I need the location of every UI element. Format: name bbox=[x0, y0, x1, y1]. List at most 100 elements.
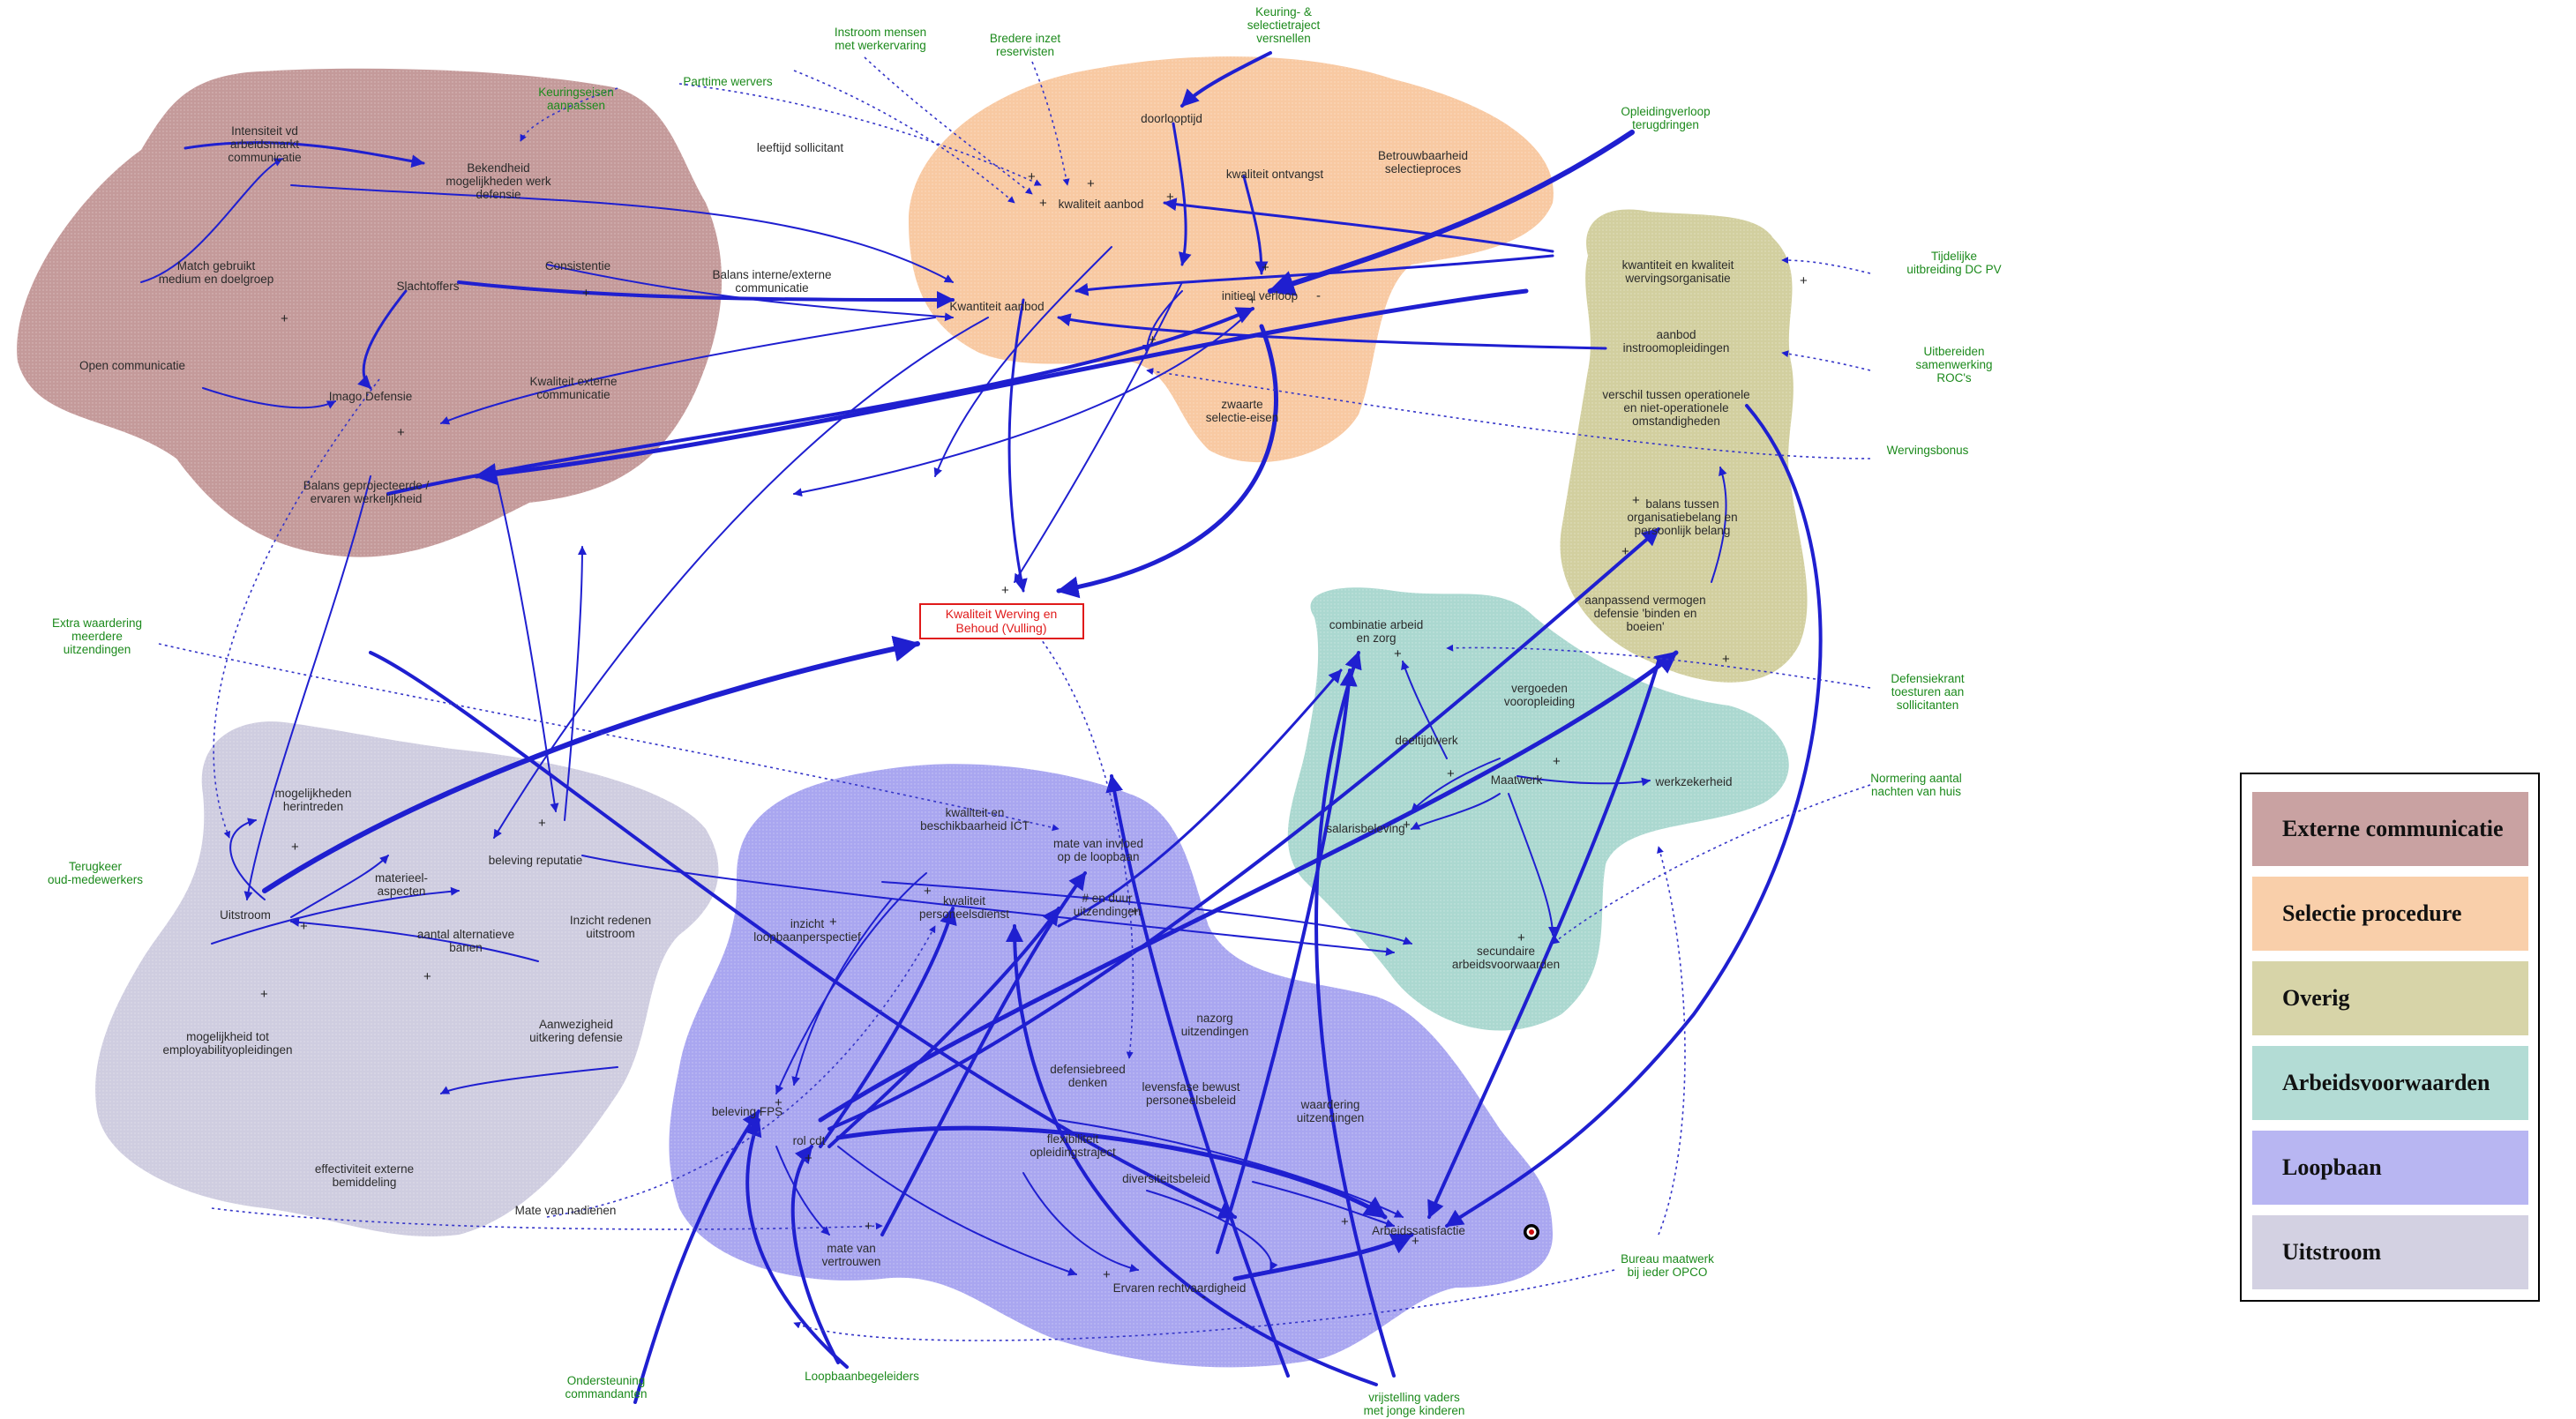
blob-selectie-procedure bbox=[909, 56, 1554, 463]
link bbox=[1411, 758, 1501, 812]
link bbox=[546, 925, 936, 1218]
link bbox=[1057, 313, 1607, 350]
link bbox=[564, 546, 587, 821]
link bbox=[290, 855, 389, 918]
link bbox=[827, 907, 1060, 1148]
link bbox=[440, 317, 936, 425]
legend-item-arbeidsvoorwaarden: Arbeidsvoorwaarden bbox=[2252, 1046, 2528, 1120]
link bbox=[1216, 668, 1358, 1254]
link bbox=[745, 1118, 849, 1369]
link bbox=[493, 317, 989, 839]
node-beleving-fps: beleving FPS bbox=[712, 1105, 783, 1118]
causal-links bbox=[140, 51, 1823, 1404]
link bbox=[775, 1146, 830, 1236]
link bbox=[864, 56, 1033, 195]
svg-text:+: + bbox=[1722, 652, 1730, 667]
svg-text:+: + bbox=[1028, 169, 1036, 184]
link bbox=[140, 158, 283, 283]
svg-text:+: + bbox=[865, 1219, 872, 1234]
node-rol-cdt: rol cdt bbox=[793, 1134, 826, 1147]
link bbox=[1232, 1232, 1414, 1281]
link bbox=[1268, 130, 1635, 296]
legend-item-selectie-procedure: Selectie procedure bbox=[2252, 877, 2528, 951]
link bbox=[1014, 281, 1183, 583]
svg-text:+: + bbox=[423, 969, 431, 984]
link bbox=[793, 308, 1254, 497]
link bbox=[440, 1066, 618, 1094]
link bbox=[1006, 924, 1378, 1386]
legend: Externe communicatie Selectie procedure … bbox=[2240, 773, 2540, 1302]
link bbox=[791, 899, 892, 1086]
node-kwant-aanbod: Kwantiteit aanbod bbox=[949, 300, 1044, 313]
link bbox=[1314, 651, 1396, 1378]
svg-text:-: - bbox=[1316, 288, 1321, 303]
link bbox=[1146, 368, 1871, 459]
legend-label: Selectie procedure bbox=[2282, 900, 2462, 926]
node-balans-geproj: Balans geprojecteerde /ervaren werkelijk… bbox=[303, 479, 430, 505]
link bbox=[1058, 1119, 1404, 1218]
link bbox=[1446, 644, 1871, 689]
link bbox=[1146, 1190, 1278, 1271]
legend-label: Arbeidsvoorwaarden bbox=[2282, 1070, 2490, 1095]
svg-text:+: + bbox=[538, 816, 546, 831]
legend-item-externe-communicatie: Externe communicatie bbox=[2252, 792, 2528, 866]
svg-text:+: + bbox=[1039, 196, 1047, 211]
ext-loopbaanbegeleiders: Loopbaanbegeleiders bbox=[805, 1370, 919, 1383]
ext-parttime: Parttime wervers bbox=[683, 75, 773, 88]
svg-text:+: + bbox=[397, 425, 405, 440]
svg-text:+: + bbox=[1621, 544, 1629, 559]
node-diversiteit: diversiteitsbeleid bbox=[1122, 1172, 1210, 1185]
svg-text:+: + bbox=[924, 884, 932, 899]
link bbox=[881, 881, 1412, 945]
link bbox=[1401, 661, 1448, 759]
link bbox=[1056, 324, 1278, 599]
svg-text:+: + bbox=[300, 919, 308, 934]
link bbox=[1142, 290, 1183, 354]
link bbox=[457, 280, 955, 309]
node-open-comm: Open communicatie bbox=[79, 359, 185, 372]
link bbox=[1075, 254, 1554, 296]
link bbox=[229, 818, 266, 900]
svg-text:+: + bbox=[1166, 190, 1174, 205]
legend-item-overig: Overig bbox=[2252, 961, 2528, 1035]
svg-text:+: + bbox=[1553, 754, 1561, 769]
link bbox=[581, 855, 1395, 957]
blob-uitstroom bbox=[95, 721, 719, 1237]
link bbox=[211, 1207, 883, 1230]
link bbox=[211, 886, 460, 945]
svg-text:+: + bbox=[1262, 260, 1269, 275]
link bbox=[1031, 61, 1070, 186]
svg-text:+: + bbox=[1087, 176, 1095, 191]
target-marker-icon bbox=[1524, 1224, 1539, 1240]
node-mate-nadienen: Mate van nadienen bbox=[515, 1204, 617, 1217]
link bbox=[183, 141, 425, 168]
svg-text:+: + bbox=[1248, 293, 1256, 308]
link bbox=[1180, 51, 1272, 108]
node-initieel-verloop: initieel verloop bbox=[1222, 289, 1298, 302]
